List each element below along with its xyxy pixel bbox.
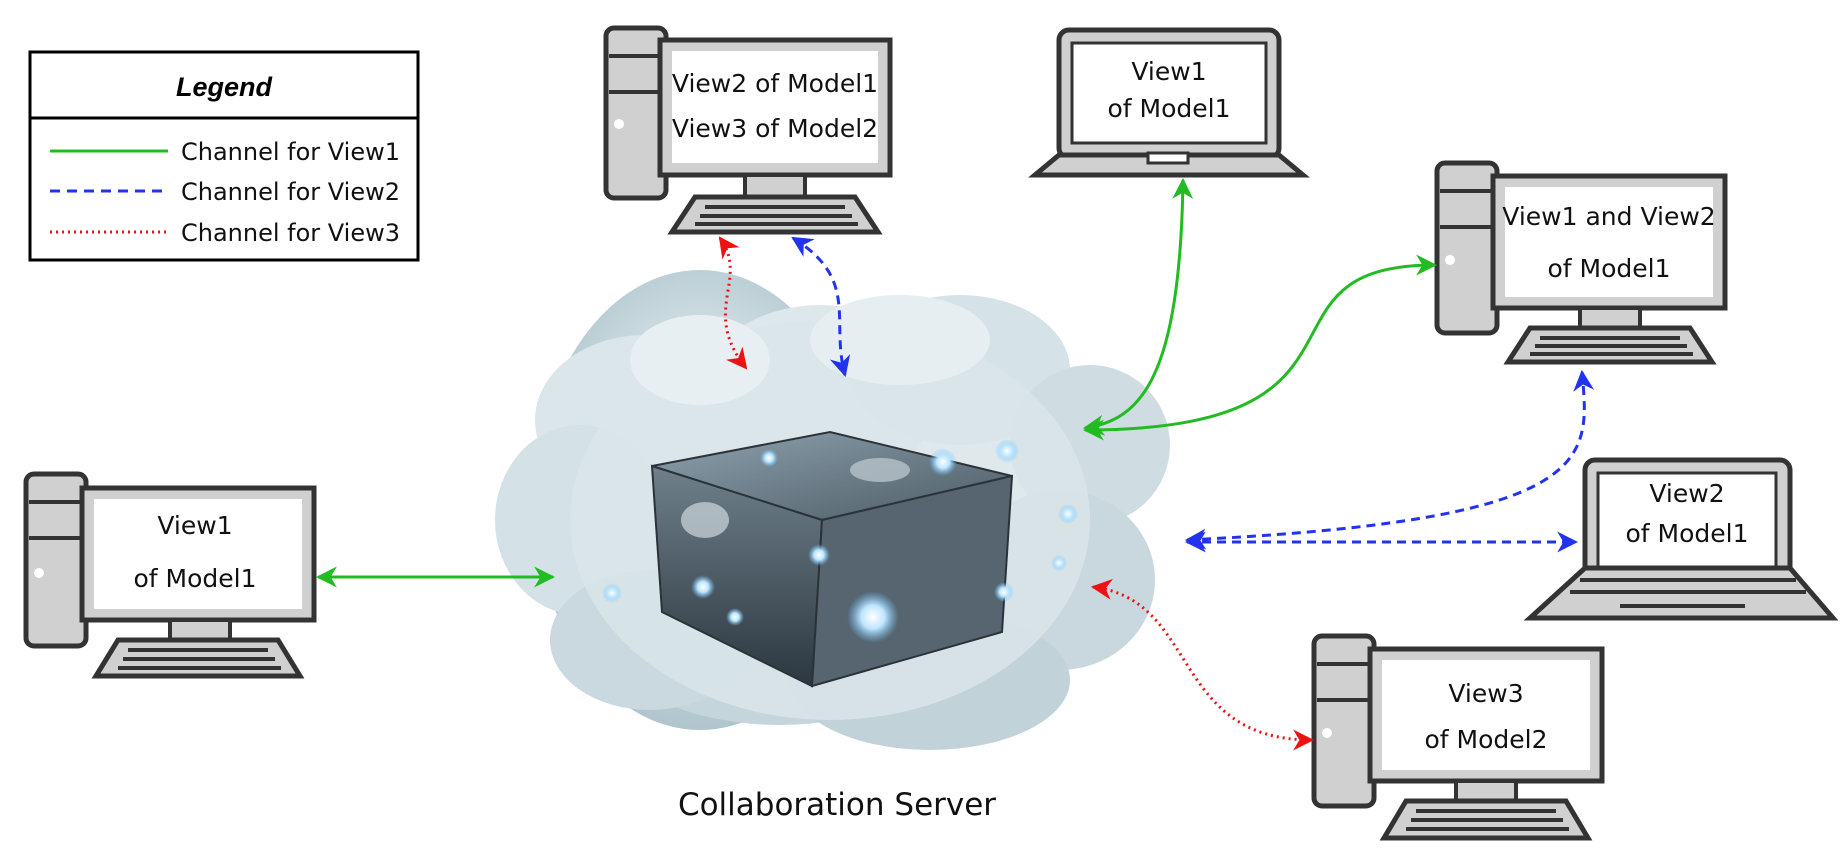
desktop-computer-icon: [1311, 633, 1605, 841]
channels: [315, 177, 1595, 751]
channel-view2-top-desktop: [791, 236, 851, 378]
legend-title: Legend: [176, 72, 273, 102]
client-left-desktop[interactable]: View1 of Model1: [23, 471, 317, 679]
client-label-line2: of Model1: [1547, 254, 1670, 283]
legend-label-view1: Channel for View1: [181, 138, 400, 166]
client-right-laptop[interactable]: View2 of Model1: [1523, 457, 1839, 621]
client-label-line2: of Model2: [1424, 725, 1547, 754]
channel-view2-right-desktop: [1184, 369, 1595, 550]
client-label-line1: View1 and View2: [1502, 202, 1715, 231]
server-label: Collaboration Server: [678, 787, 996, 823]
legend-frame: [28, 50, 420, 262]
client-label-line2: of Model1: [133, 564, 256, 593]
laptop-icon: [1523, 457, 1839, 621]
client-label-line2: of Model1: [1107, 94, 1230, 123]
client-label-line2: of Model1: [1625, 519, 1748, 548]
client-top-laptop[interactable]: View1 of Model1: [1028, 27, 1310, 178]
cloud-icon: [495, 270, 1170, 750]
desktop-computer-icon: [1434, 160, 1728, 365]
client-top-desktop[interactable]: View2 of Model1 View3 of Model2: [603, 25, 893, 235]
client-label-line1: View2: [1649, 479, 1724, 508]
collaboration-server: Collaboration Server: [495, 270, 1170, 823]
client-label-line1: View2 of Model1: [672, 69, 878, 98]
server-box-icon: [602, 430, 1078, 688]
desktop-computer-icon: [23, 471, 317, 679]
client-bottom-desktop[interactable]: View3 of Model2: [1311, 633, 1605, 841]
desktop-computer-icon: [603, 25, 893, 235]
channel-view3-top-desktop: [718, 236, 748, 370]
legend-label-view3: Channel for View3: [181, 219, 400, 247]
client-label-line2: View3 of Model2: [672, 114, 878, 143]
client-label-line1: View3: [1448, 679, 1523, 708]
legend: Legend Channel for View1 Channel for Vie…: [28, 50, 420, 262]
client-right-desktop[interactable]: View1 and View2 of Model1: [1434, 160, 1728, 365]
client-label-line1: View1: [1131, 57, 1206, 86]
client-label-line1: View1: [157, 511, 232, 540]
legend-label-view2: Channel for View2: [181, 178, 400, 206]
laptop-icon: [1028, 27, 1310, 178]
